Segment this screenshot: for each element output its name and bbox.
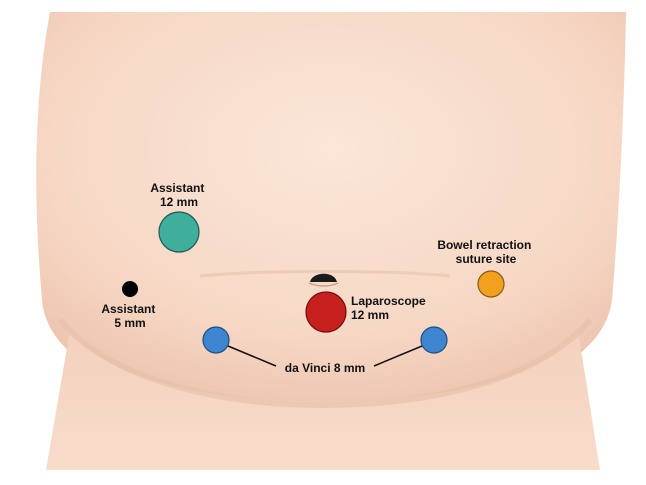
- assistant-5mm-port: [122, 281, 138, 297]
- upper-abdomen: [36, 12, 626, 402]
- davinci-label: da Vinci 8 mm: [285, 361, 365, 375]
- laparoscope-port: [306, 292, 346, 332]
- bowel-retraction-site: [478, 271, 504, 297]
- davinci-port-right: [421, 327, 447, 353]
- davinci-port-left: [203, 327, 229, 353]
- torso: [36, 12, 626, 470]
- assistant-12mm-port: [159, 212, 199, 252]
